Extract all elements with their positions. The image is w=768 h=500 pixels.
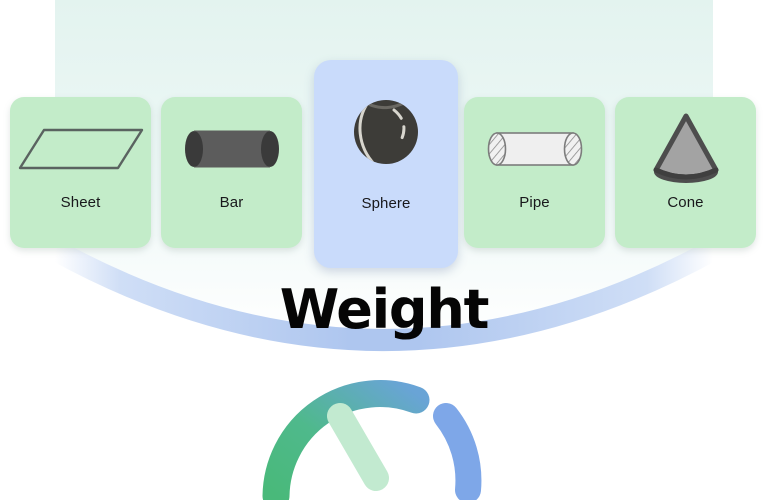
gauge-right-segment [433,403,482,500]
shape-card-label: Sheet [60,194,101,211]
gauge-logo [262,380,482,500]
gauge-main-arc [262,380,430,500]
sphere-icon [314,68,458,196]
gauge-needle [327,403,389,491]
pipe-cylinder-icon [464,103,605,195]
shape-card-bar[interactable]: Bar [161,97,302,248]
shape-selector: Sheet Bar [10,60,756,268]
shape-card-label: Bar [219,194,244,211]
sheet-parallelogram-icon [10,103,151,195]
bar-cylinder-icon [161,103,302,195]
shape-card-label: Cone [667,194,704,211]
page-title: Weight [279,278,490,341]
shape-card-sphere[interactable]: Sphere [314,60,458,268]
shape-card-sheet[interactable]: Sheet [10,97,151,248]
shape-card-cone[interactable]: Cone [615,97,756,248]
cone-icon [615,103,756,195]
shape-card-label: Pipe [519,194,550,211]
shape-card-pipe[interactable]: Pipe [464,97,605,248]
shape-card-label: Sphere [361,195,411,212]
